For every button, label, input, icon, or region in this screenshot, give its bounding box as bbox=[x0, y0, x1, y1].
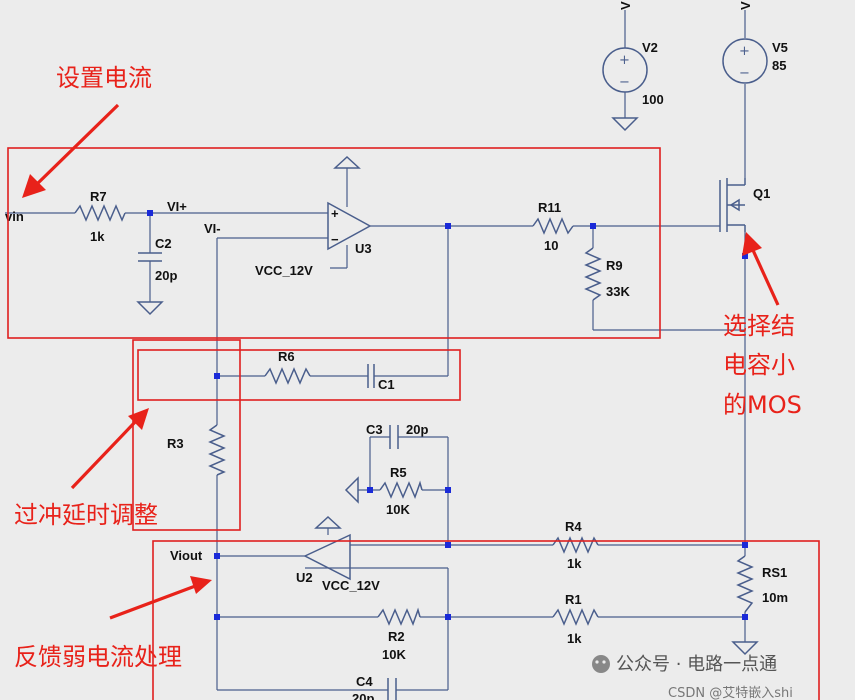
annotation-set-current: 设置电流 bbox=[56, 64, 152, 92]
annotation-select-mos-2: 电容小 bbox=[723, 351, 795, 379]
u3-opamp: + − bbox=[327, 201, 372, 251]
v5-top-label: V bbox=[738, 1, 753, 10]
r7-value: 1k bbox=[90, 229, 105, 244]
rs1-label: RS1 bbox=[762, 565, 787, 580]
r4-value: 1k bbox=[567, 556, 582, 571]
r1-resistor bbox=[552, 608, 599, 626]
ground-c2-icon bbox=[136, 301, 164, 316]
v2-value: 100 bbox=[642, 92, 664, 107]
ground-r5-icon bbox=[344, 476, 359, 504]
annotation-select-mos-1: 选择结 bbox=[723, 312, 795, 340]
r6-label: R6 bbox=[278, 349, 295, 364]
vi-minus-label: VI- bbox=[204, 221, 221, 236]
r11-label: R11 bbox=[538, 200, 561, 215]
u2-vcc-label: VCC_12V bbox=[322, 578, 380, 593]
rs1-resistor bbox=[736, 555, 754, 613]
c3-capacitor bbox=[389, 425, 399, 449]
arrow-overshoot bbox=[70, 408, 149, 490]
q1-mosfet bbox=[719, 178, 746, 232]
wechat-watermark-text: 公众号 · 电路一点通 bbox=[616, 654, 777, 675]
annotation-select-mos-3: 的MOS bbox=[723, 391, 802, 419]
v5-label: V5 bbox=[772, 40, 788, 55]
r4-label: R4 bbox=[565, 519, 582, 534]
r1-value: 1k bbox=[567, 631, 582, 646]
wechat-icon bbox=[592, 655, 610, 673]
u3-vcc-label: VCC_12V bbox=[255, 263, 313, 278]
c4-value: 20p bbox=[352, 691, 374, 700]
c3-label: C3 bbox=[366, 422, 383, 437]
u2-label: U2 bbox=[296, 570, 313, 585]
ground-u2-icon bbox=[314, 515, 342, 529]
ground-v2-icon bbox=[611, 117, 639, 132]
r5-label: R5 bbox=[390, 465, 407, 480]
c3-value: 20p bbox=[406, 422, 428, 437]
svg-text:−: − bbox=[739, 66, 750, 81]
svg-text:+: + bbox=[331, 206, 339, 221]
c2-capacitor bbox=[138, 252, 162, 262]
r6-resistor bbox=[264, 367, 311, 385]
svg-text:−: − bbox=[331, 232, 339, 247]
v5-value: 85 bbox=[772, 58, 786, 73]
junction-nodes bbox=[147, 210, 748, 620]
c4-label: C4 bbox=[356, 674, 373, 689]
r9-label: R9 bbox=[606, 258, 623, 273]
annotation-feedback: 反馈弱电流处理 bbox=[14, 643, 182, 671]
r9-resistor bbox=[584, 247, 602, 301]
ground-u3-icon bbox=[333, 155, 361, 169]
r11-value: 10 bbox=[544, 238, 558, 253]
rs1-value: 10m bbox=[762, 590, 788, 605]
r2-label: R2 bbox=[388, 629, 405, 644]
ground-rs1-icon bbox=[731, 641, 759, 656]
r5-value: 10K bbox=[386, 502, 410, 517]
vi-plus-label: VI+ bbox=[167, 199, 187, 214]
u3-label: U3 bbox=[355, 241, 372, 256]
v2-label: V2 bbox=[642, 40, 658, 55]
csdn-watermark-text: CSDN @艾特嵌入shi bbox=[668, 686, 793, 700]
r3-label: R3 bbox=[167, 436, 184, 451]
wechat-watermark: 公众号 · 电路一点通 bbox=[592, 654, 777, 675]
feedback-box bbox=[152, 540, 820, 700]
c2-label: C2 bbox=[155, 236, 172, 251]
u2-opamp bbox=[303, 533, 351, 581]
overshoot-inner-box bbox=[137, 349, 461, 401]
r9-value: 33K bbox=[606, 284, 630, 299]
arrow-select-mos bbox=[742, 232, 780, 306]
c4-capacitor bbox=[387, 678, 397, 700]
viout-label: Viout bbox=[170, 548, 203, 563]
annotation-overshoot: 过冲延时调整 bbox=[14, 501, 158, 529]
v5-source: + − bbox=[722, 38, 768, 84]
arrow-feedback bbox=[109, 576, 212, 620]
v2-top-label: V bbox=[618, 1, 633, 10]
svg-text:−: − bbox=[619, 75, 630, 90]
r4-resistor bbox=[552, 536, 599, 554]
v2-source: + − bbox=[602, 47, 648, 93]
arrow-set-current bbox=[22, 103, 120, 198]
r7-resistor bbox=[74, 204, 126, 222]
r2-value: 10K bbox=[382, 647, 406, 662]
c1-label: C1 bbox=[378, 377, 395, 392]
overshoot-outer-box bbox=[132, 339, 241, 531]
r3-resistor bbox=[208, 424, 226, 476]
set-current-box bbox=[7, 147, 661, 339]
c1-capacitor bbox=[367, 364, 375, 388]
r5-resistor bbox=[379, 480, 423, 500]
q1-label: Q1 bbox=[753, 186, 770, 201]
c2-value: 20p bbox=[155, 268, 177, 283]
r7-label: R7 bbox=[90, 189, 107, 204]
vin-label: vin bbox=[5, 209, 24, 224]
svg-text:+: + bbox=[739, 44, 750, 59]
r2-resistor bbox=[377, 607, 421, 627]
svg-text:+: + bbox=[619, 53, 630, 68]
r1-label: R1 bbox=[565, 592, 582, 607]
r11-resistor bbox=[532, 217, 574, 235]
